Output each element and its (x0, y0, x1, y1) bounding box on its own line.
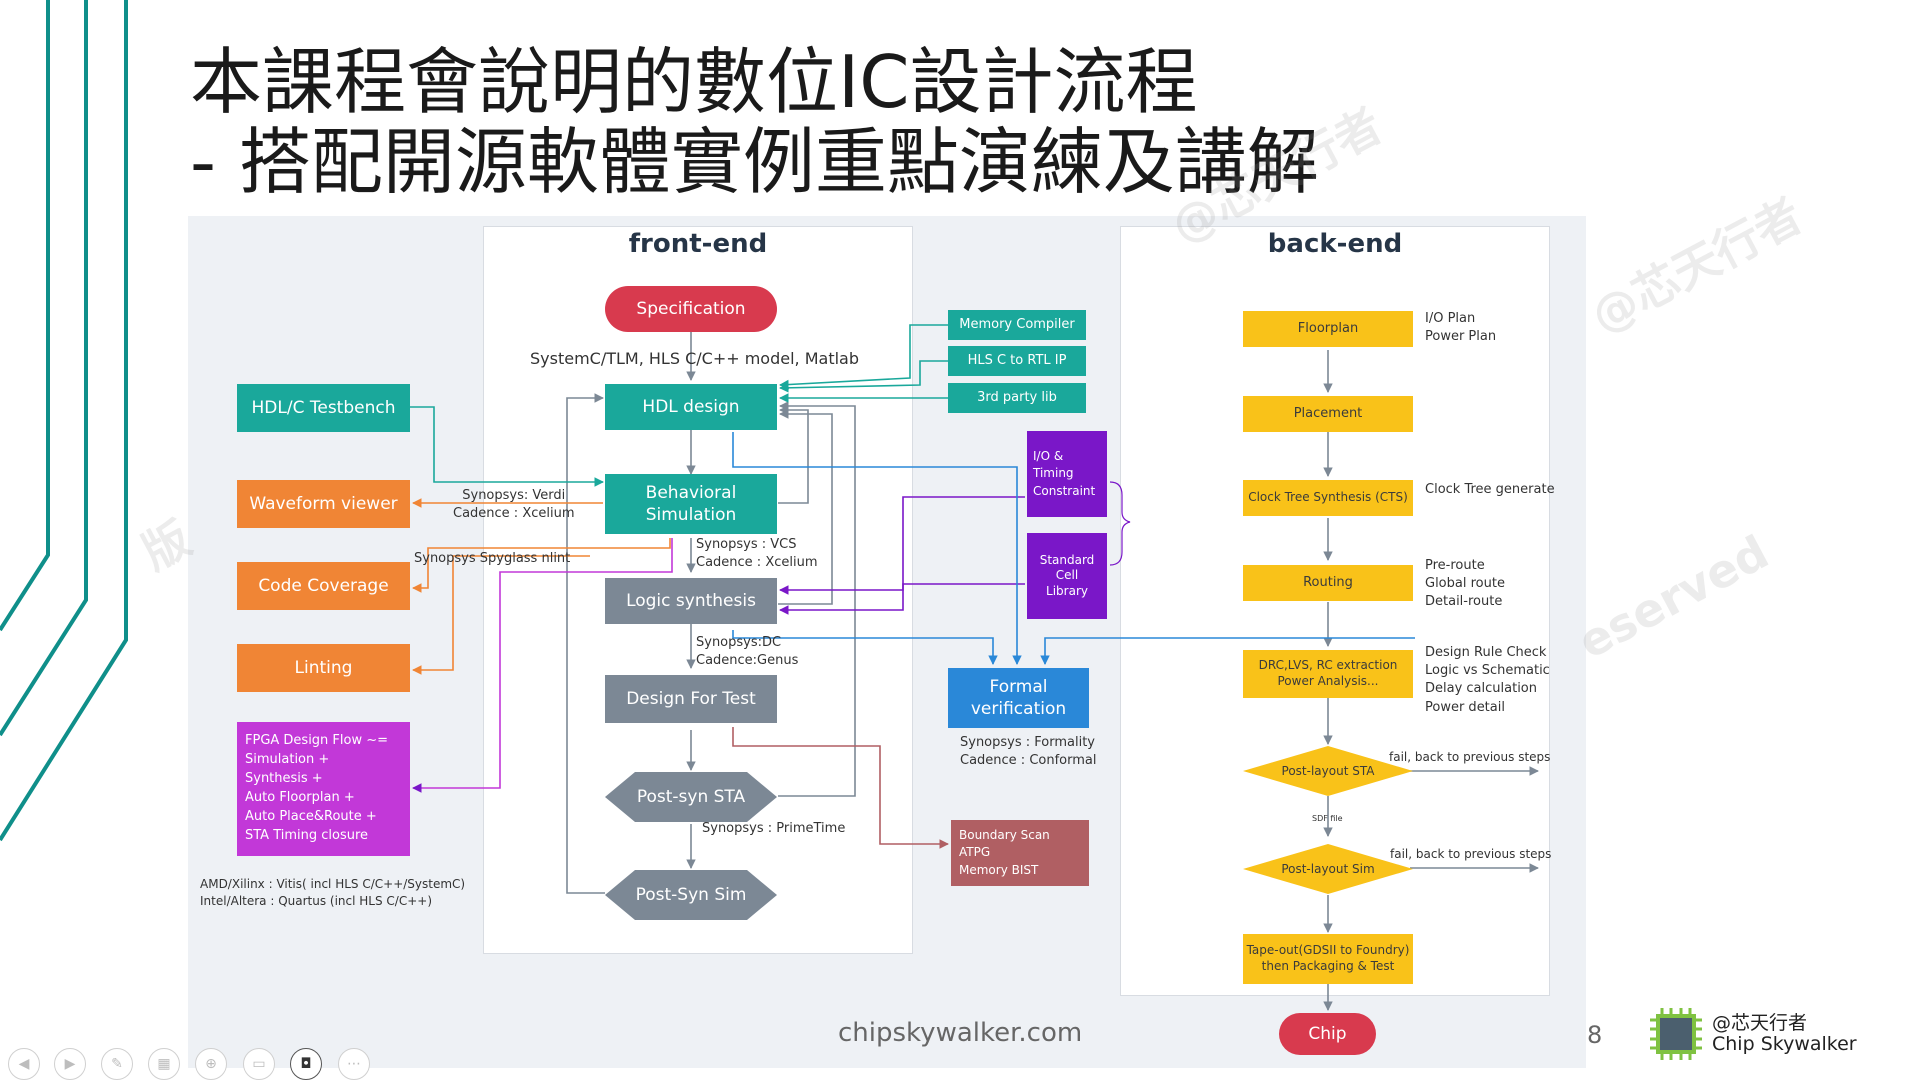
sta-note: Synopsys : PrimeTime (702, 821, 846, 836)
specification-node: Specification (605, 286, 777, 332)
linting-node: Linting (237, 644, 410, 692)
frontend-title: front-end (628, 229, 768, 259)
floorplan-note: I/O Plan Power Plan (1425, 311, 1497, 345)
spyglass-note: Synopsys Spyglass nlint (414, 551, 571, 566)
pen-icon[interactable]: ✎ (101, 1048, 133, 1080)
post-layout-sim-node: Post-layout Sim (1281, 862, 1375, 876)
fpga-line-5: Auto Place&Route + (245, 808, 377, 824)
arrow-left-icon[interactable]: ◀ (8, 1048, 40, 1080)
hdl-design-node: HDL design (605, 384, 777, 430)
hls-to-rtl-node: HLS C to RTL IP (948, 346, 1086, 376)
formal-note: Synopsys : Formality Cadence : Conformal (960, 735, 1097, 769)
grid-icon[interactable]: ▦ (148, 1048, 180, 1080)
camera-icon[interactable]: ◘ (290, 1048, 322, 1080)
placement-node: Placement (1243, 396, 1413, 432)
tapeout-node: Tape-out(GDSII to Foundry) then Packagin… (1243, 934, 1413, 984)
fpga-line-6: STA Timing closure (245, 827, 369, 843)
cts-node: Clock Tree Synthesis (CTS) (1243, 480, 1413, 516)
boundary-line-1: Boundary Scan (959, 827, 1050, 842)
routing-node: Routing (1243, 565, 1413, 601)
post-layout-sta-shape (1243, 746, 1413, 796)
boundary-line-2: ATPG (959, 845, 991, 860)
post-syn-sta-shape (605, 772, 777, 822)
code-coverage-node: Code Coverage (237, 562, 410, 610)
behavioral-note: Synopsys : VCS Cadence : Xcelium (696, 537, 818, 571)
fpga-line-2: Simulation + (245, 752, 330, 768)
specification-note: SystemC/TLM, HLS C/C++ model, Matlab (530, 349, 859, 368)
fail-note-2: fail, back to previous steps (1390, 847, 1552, 861)
subtitle-icon[interactable]: ▭ (243, 1048, 275, 1080)
post-syn-sim-shape (605, 870, 777, 920)
chip-logo-icon (1650, 1008, 1702, 1060)
more-icon[interactable]: ⋯ (338, 1048, 370, 1080)
post-layout-sim-shape (1243, 844, 1413, 894)
slide-title-line2: - 搭配開源軟體實例重點演練及講解 (190, 120, 1319, 204)
post-syn-sta-node: Post-syn STA (636, 787, 746, 807)
logic-synthesis-note: Synopsys:DC Cadence:Genus (696, 635, 799, 669)
footer-site: chipskywalker.com (838, 1018, 1083, 1048)
testbench-node: HDL/C Testbench (237, 384, 410, 432)
brand-name: Chip Skywalker (1712, 1033, 1857, 1055)
memory-compiler-node: Memory Compiler (948, 310, 1086, 340)
post-syn-sim-node: Post-Syn Sim (635, 885, 747, 905)
slide-title-line1: 本課程會說明的數位IC設計流程 (190, 40, 1198, 124)
fpga-line-1: FPGA Design Flow ~= (245, 733, 389, 749)
boundary-line-3: Memory BIST (959, 862, 1039, 877)
drc-note: Design Rule Check Logic vs Schematic Del… (1425, 645, 1550, 715)
routing-note: Pre-route Global route Detail-route (1425, 558, 1505, 610)
standard-cell-node: Standard Cell Library (1027, 533, 1107, 619)
dft-node: Design For Test (605, 675, 777, 723)
waveform-viewer-node: Waveform viewer (237, 480, 410, 528)
backend-title: back-end (1267, 229, 1403, 259)
fpga-flow-node: FPGA Design Flow ~= Simulation + Synthes… (237, 722, 410, 856)
logic-synthesis-node: Logic synthesis (605, 578, 777, 624)
floorplan-node: Floorplan (1243, 311, 1413, 347)
behavioral-simulation-node: Behavioral Simulation (605, 474, 777, 534)
io-timing-node: I/O & Timing Constraint (1027, 431, 1107, 517)
third-party-lib-node: 3rd party lib (948, 383, 1086, 413)
post-layout-sta-node: Post-layout STA (1281, 764, 1375, 778)
fpga-vendors: AMD/Xilinx : Vitis( incl HLS C/C++/Syste… (200, 877, 466, 908)
boundary-scan-node: Boundary Scan ATPG Memory BIST (951, 820, 1089, 886)
brand-handle: @芯天行者 (1712, 1012, 1808, 1034)
decorative-stripes (0, 0, 128, 842)
zoom-icon[interactable]: ⊕ (195, 1048, 227, 1080)
chip-node: Chip (1279, 1013, 1376, 1055)
fail-note-1: fail, back to previous steps (1389, 750, 1551, 764)
verdi-note: Synopsys: Verdi Cadence : Xcelium (453, 488, 575, 522)
drc-node: DRC,LVS, RC extraction Power Analysis... (1243, 650, 1413, 698)
sdf-file-label: SDF file (1312, 814, 1343, 823)
page-number: 8 (1587, 1021, 1603, 1049)
arrow-right-icon[interactable]: ▶ (54, 1048, 86, 1080)
fpga-line-4: Auto Floorplan + (245, 790, 355, 805)
formal-verification-node: Formal verification (948, 668, 1089, 728)
cts-note: Clock Tree generate (1425, 482, 1555, 497)
fpga-line-3: Synthesis + (245, 771, 323, 787)
